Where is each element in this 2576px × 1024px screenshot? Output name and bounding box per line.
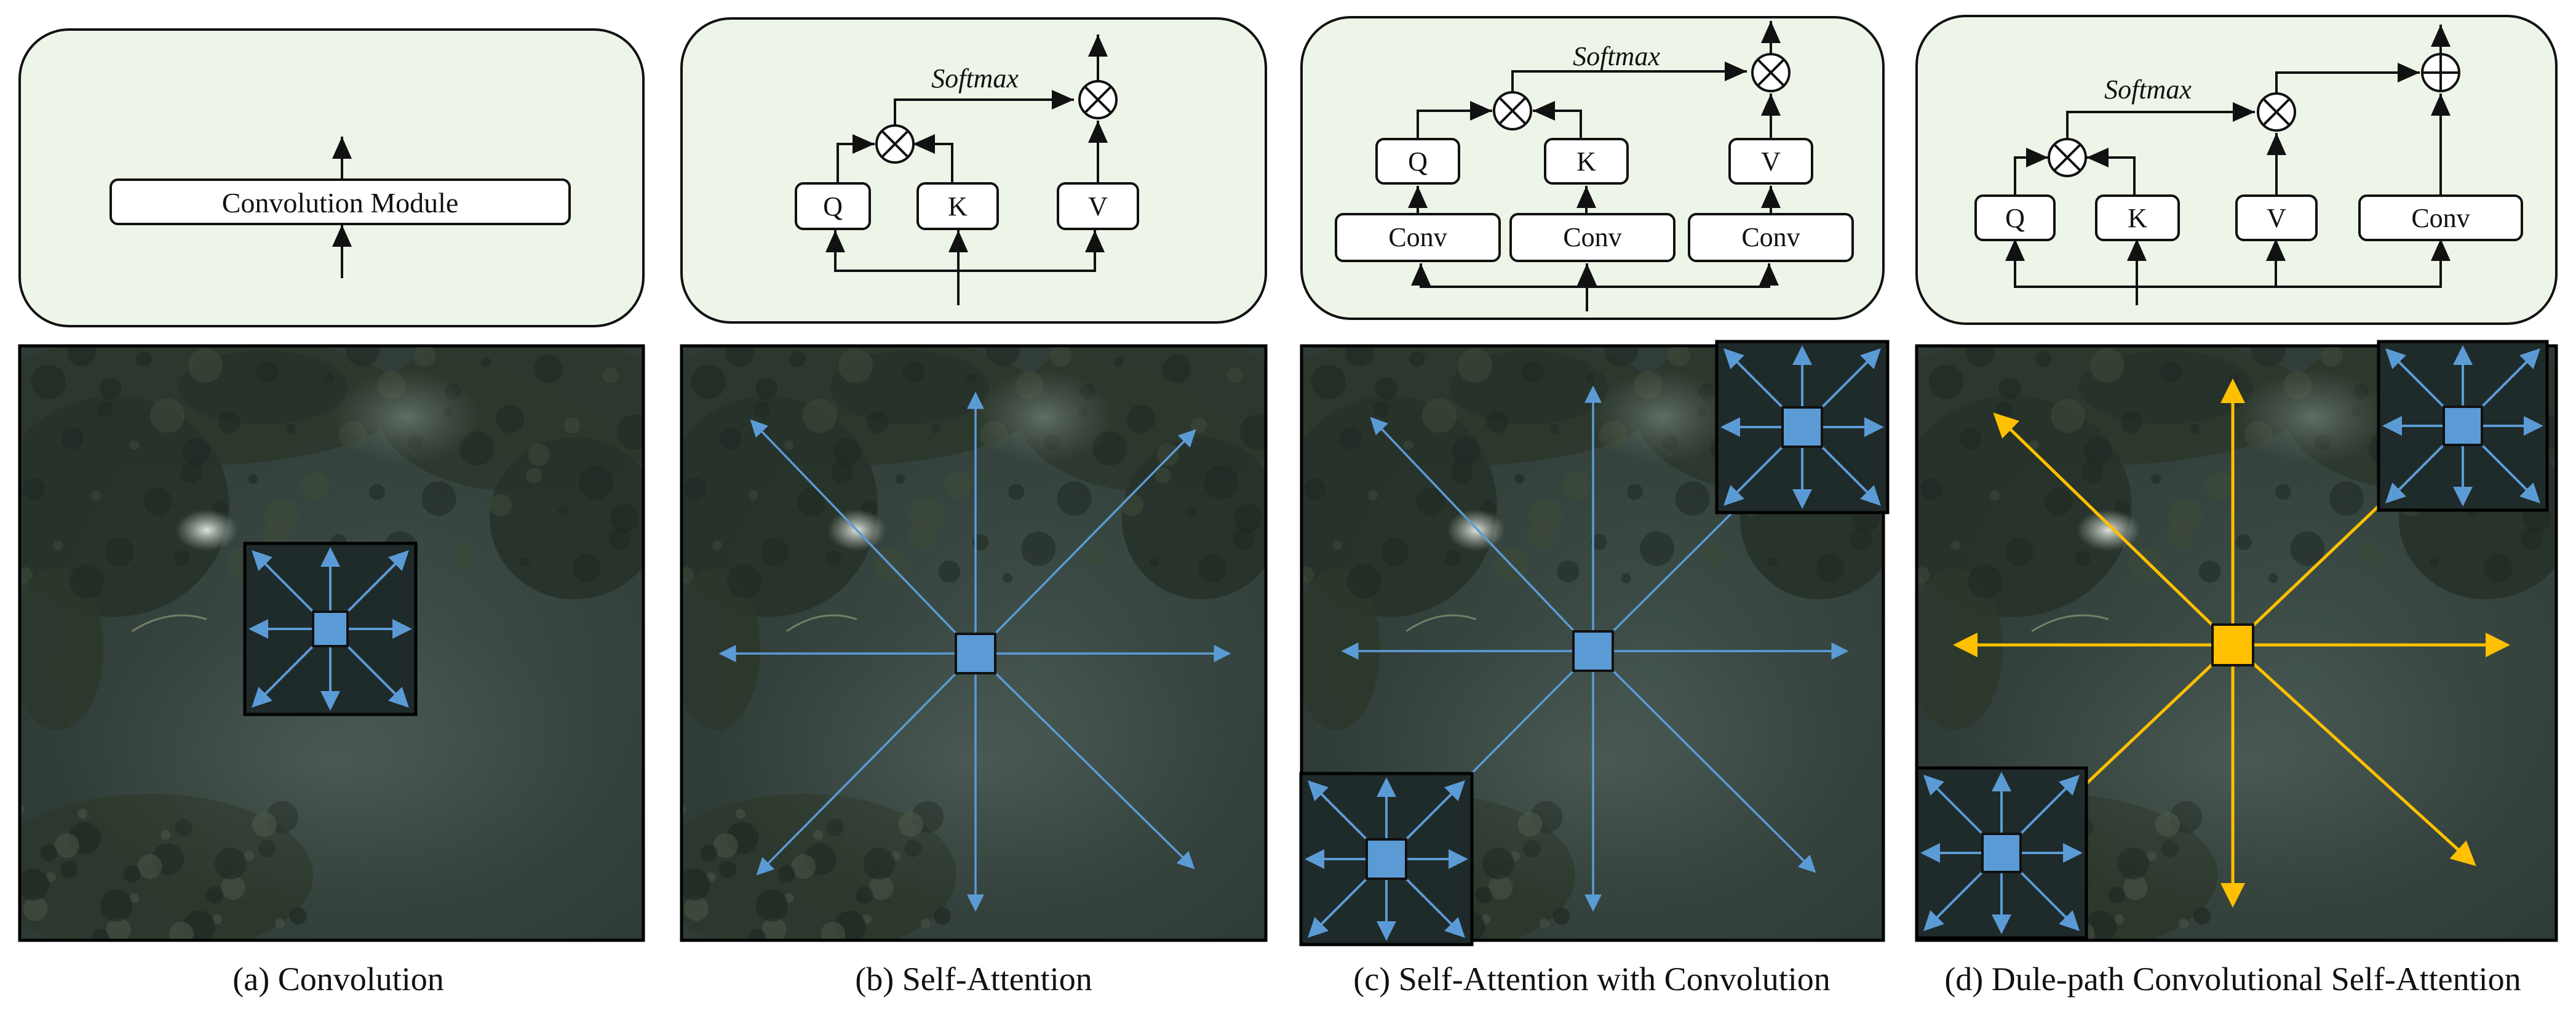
softmax-label: Softmax xyxy=(1573,41,1660,71)
conv-v-label: Conv xyxy=(1741,222,1800,252)
q-block xyxy=(795,182,871,230)
caption-self-attention: (b) Self-Attention xyxy=(855,961,1092,998)
multiply-operator-1 xyxy=(2048,138,2087,177)
v-label: V xyxy=(1761,146,1781,177)
q-label: Q xyxy=(1408,146,1428,177)
panel-b: Q K V Softmax xyxy=(680,17,1268,942)
remote-sensing-image xyxy=(18,344,645,942)
q-to-mult xyxy=(1417,101,1492,139)
attention-to-add xyxy=(2275,63,2420,94)
q-label: Q xyxy=(823,191,843,222)
self-attention-arrows xyxy=(1341,385,1849,912)
panel-d: Q K V Conv Softmax xyxy=(1915,15,2558,942)
conv-kernel-inset-bottom-left xyxy=(1299,772,1474,946)
k-label: K xyxy=(1576,146,1596,177)
q-to-mult xyxy=(837,134,875,183)
panel-a: Convolution Module xyxy=(18,28,645,942)
add-operator xyxy=(2421,53,2460,92)
panel-c: Conv Conv Conv Q K V Softmax xyxy=(1299,16,1890,946)
self-attention-arrows xyxy=(718,391,1231,912)
conv-q-label: Conv xyxy=(1388,222,1447,252)
v-label: V xyxy=(1088,191,1108,222)
conv-kernel-inset-top-right xyxy=(2377,340,2549,512)
multiply-operator-1 xyxy=(875,124,915,164)
softmax-path xyxy=(1511,62,1747,92)
conv-kernel-inset-top-right xyxy=(1715,340,1890,514)
k-block xyxy=(2095,194,2180,241)
convolution-module-label: Convolution Module xyxy=(222,187,459,218)
softmax-label: Softmax xyxy=(2104,74,2192,105)
conv-k-block xyxy=(1509,213,1676,262)
k-block xyxy=(916,182,999,230)
module-box-convolution xyxy=(18,28,645,327)
softmax-label: Softmax xyxy=(931,63,1019,94)
multiply-operator-2 xyxy=(1078,80,1118,119)
k-label: K xyxy=(2128,203,2147,233)
k-to-mult xyxy=(2086,148,2136,196)
k-label: K xyxy=(948,191,968,222)
softmax-path xyxy=(894,90,1074,126)
k-to-mult xyxy=(1533,101,1582,139)
convolution-module-block xyxy=(109,178,571,225)
caption-dual-path: (d) Dule-path Convolutional Self-Attenti… xyxy=(1944,961,2521,998)
k-block xyxy=(1544,138,1629,185)
multiply-operator-1 xyxy=(1493,91,1532,130)
caption-sa-with-conv: (c) Self-Attention with Convolution xyxy=(1353,961,1831,998)
module-box-dual-path xyxy=(1915,15,2558,325)
k-to-mult xyxy=(913,134,953,183)
multiply-operator-2 xyxy=(2257,92,2296,132)
q-to-mult xyxy=(2014,148,2048,196)
softmax-path xyxy=(2066,102,2255,139)
multiply-operator-2 xyxy=(1751,53,1791,92)
remote-sensing-image xyxy=(680,344,1268,942)
q-label: Q xyxy=(2005,203,2025,233)
conv-label: Conv xyxy=(2411,203,2470,233)
v-label: V xyxy=(2267,203,2286,233)
conv-kernel-inset-bottom-left xyxy=(1915,766,2088,940)
caption-convolution: (a) Convolution xyxy=(233,961,444,998)
conv-kernel-inset xyxy=(243,542,418,716)
conv-k-label: Conv xyxy=(1563,222,1621,252)
